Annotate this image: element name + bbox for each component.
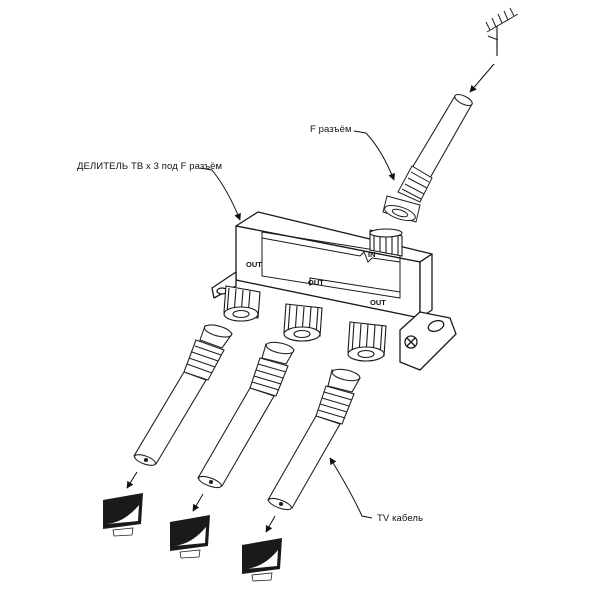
tv-arrow-right	[265, 515, 276, 533]
input-f-connector	[382, 165, 433, 223]
port-in-label: IN	[368, 250, 376, 259]
output-cable-middle	[197, 341, 295, 489]
output-cable-left	[133, 324, 233, 466]
tv-arrow-left	[126, 471, 138, 489]
splitter-arrow	[199, 167, 241, 221]
tv-cable-arrow	[329, 457, 373, 519]
port-out-middle-label: OUT	[308, 278, 324, 287]
tv-screen-icon	[242, 538, 282, 582]
out-connector-left	[223, 285, 261, 322]
out-connector-middle	[283, 303, 323, 342]
output-cable-right	[267, 368, 361, 511]
out-connector-right	[347, 321, 387, 362]
port-out-left-label: OUT	[246, 260, 262, 269]
tv-cable-label: TV кабель	[377, 513, 424, 524]
in-connector	[369, 228, 403, 257]
f-connector-arrow	[353, 130, 395, 181]
antenna-arrow	[469, 63, 495, 93]
tv-screen-icon	[170, 515, 210, 559]
antenna-icon	[485, 7, 519, 56]
splitter-label: ДЕЛИТЕЛЬ ТВ х 3 под F разъём	[77, 161, 223, 172]
input-cable	[411, 93, 473, 179]
tv-arrow-middle	[192, 493, 204, 512]
splitter-circuit	[261, 231, 401, 299]
port-out-right-label: OUT	[370, 298, 386, 307]
f-connector-label: F разъём	[310, 124, 352, 135]
tv-screen-icon	[103, 493, 143, 537]
